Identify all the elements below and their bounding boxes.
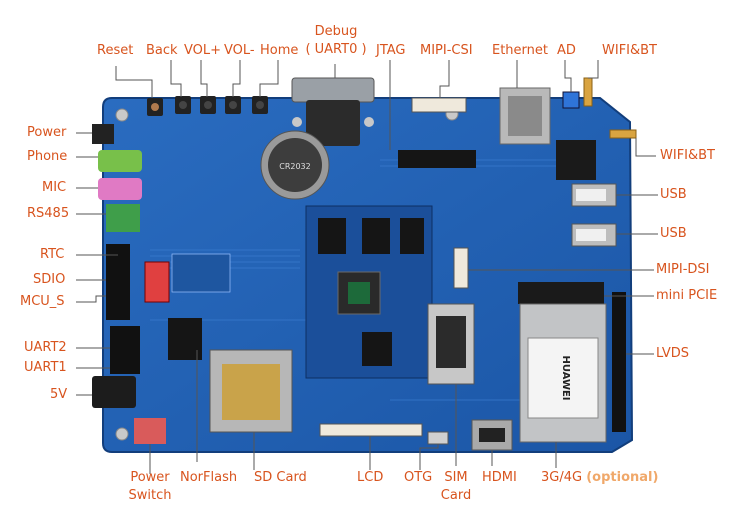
label-mipi-dsi: MIPI-DSI xyxy=(656,262,710,277)
label-uart0: ( UART0 ) xyxy=(305,42,367,57)
leader-lines xyxy=(76,60,658,474)
label-lvds: LVDS xyxy=(656,346,689,361)
label-jtag: JTAG xyxy=(376,43,406,58)
hdmi-port xyxy=(471,419,513,451)
lvds-header xyxy=(612,292,626,432)
battery-label: CR2032 xyxy=(279,162,311,171)
sd-card-slot xyxy=(209,349,293,433)
rtc-battery: CR2032 xyxy=(260,130,330,200)
mipi-dsi-connector xyxy=(453,247,469,289)
label-sdio: SDIO xyxy=(33,272,66,287)
mount-hole xyxy=(115,108,129,122)
label-home: Home xyxy=(260,43,299,58)
label-norflash: NorFlash xyxy=(180,470,238,485)
label-reset: Reset xyxy=(97,43,134,58)
mount-hole xyxy=(115,427,129,441)
cellular-module: HUAWEI xyxy=(519,303,607,443)
norflash-chip xyxy=(168,318,202,360)
mini-pcie-slot xyxy=(518,282,604,304)
label-back: Back xyxy=(146,43,178,58)
label-power-switch-2: Switch xyxy=(128,488,172,503)
label-otg: OTG xyxy=(404,470,433,485)
label-rtc: RTC xyxy=(40,247,65,262)
label-rs485: RS485 xyxy=(27,206,70,221)
label-5v: 5V xyxy=(50,387,68,402)
lcd-connector xyxy=(319,423,423,437)
label-phone: Phone xyxy=(27,149,68,164)
label-lcd: LCD xyxy=(357,470,384,485)
label-sd-card: SD Card xyxy=(254,470,307,485)
label-vol-up: VOL+ xyxy=(184,43,222,58)
dip-table xyxy=(171,253,231,293)
label-sim-1: SIM xyxy=(444,470,468,485)
label-usb-1: USB xyxy=(660,187,687,202)
label-ethernet: Ethernet xyxy=(492,43,548,58)
label-mipi-csi: MIPI-CSI xyxy=(420,43,473,58)
otg-port xyxy=(427,431,449,445)
module-brand: HUAWEI xyxy=(560,355,571,400)
label-mic: MIC xyxy=(42,180,67,195)
mipi-csi-connector xyxy=(411,97,467,113)
label-ad: AD xyxy=(557,43,576,58)
label-uart1: UART1 xyxy=(24,360,67,375)
dip-switch xyxy=(144,261,170,303)
label-hdmi: HDMI xyxy=(482,470,517,485)
label-uart2: UART2 xyxy=(24,340,67,355)
tact-buttons xyxy=(147,96,268,116)
label-debug: Debug xyxy=(314,24,358,39)
db9-connector xyxy=(291,77,375,146)
jtag-header xyxy=(398,150,476,168)
label-usb-2: USB xyxy=(660,226,687,241)
label-power: Power xyxy=(27,125,67,140)
label-3g-4g: 3G/4G (optional) xyxy=(541,470,658,486)
label-mini-pcie: mini PCIE xyxy=(656,288,718,303)
label-vol-down: VOL- xyxy=(224,43,255,58)
usb-ports xyxy=(571,183,617,247)
label-mcu-s: MCU_S xyxy=(20,294,65,309)
ethernet-jack xyxy=(499,87,551,145)
label-optional: (optional) xyxy=(586,470,659,485)
wifi-bt-module xyxy=(556,140,596,180)
core-module xyxy=(305,205,433,379)
label-wifi-bt-top: WIFI&BT xyxy=(602,43,657,58)
label-sim-2: Card xyxy=(440,488,472,503)
label-wifi-bt-right: WIFI&BT xyxy=(660,148,715,163)
sim-slot xyxy=(427,303,475,385)
label-power-switch-1: Power xyxy=(130,470,170,485)
label-3g-4g-text: 3G/4G xyxy=(541,470,583,485)
left-connectors xyxy=(92,124,166,444)
ad-potentiometer xyxy=(562,91,580,109)
